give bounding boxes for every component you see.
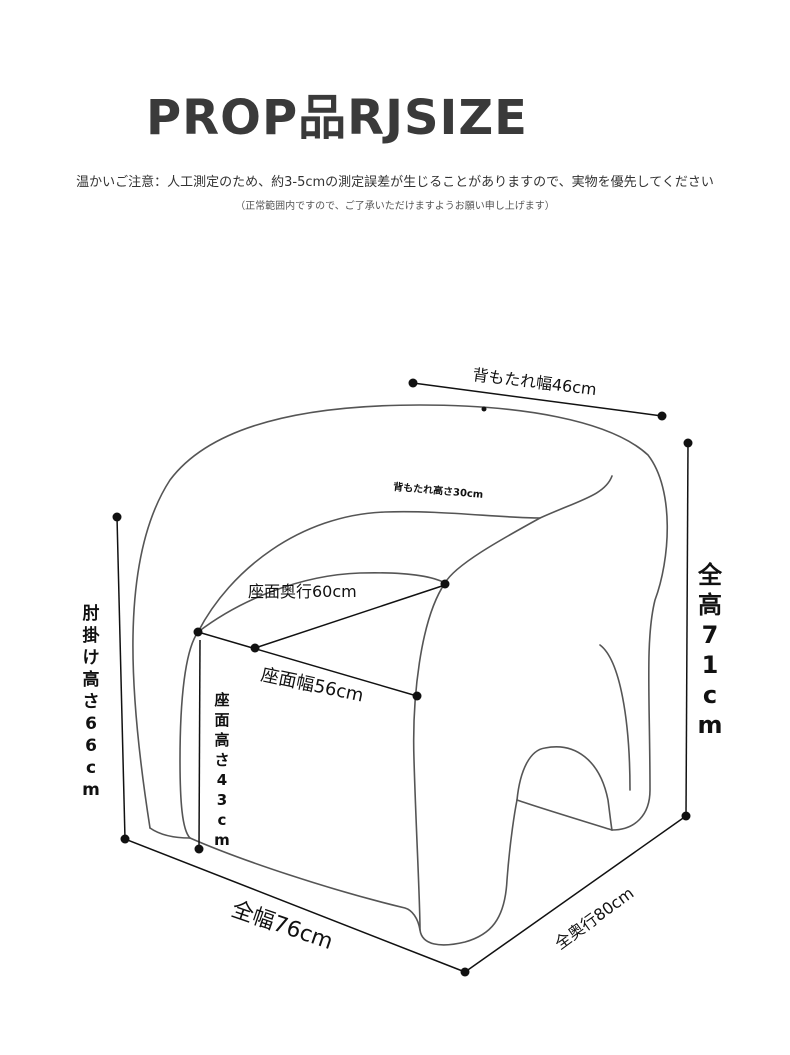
label-char: c	[85, 758, 97, 778]
label-char: c	[217, 811, 227, 829]
total-width-label: 全幅76cm	[228, 897, 336, 955]
chair-back-inner	[197, 475, 613, 633]
chair-right-side	[599, 644, 631, 791]
chair-seat-rim	[197, 572, 446, 633]
endpoint-dot	[120, 834, 130, 844]
endpoint-dot	[683, 438, 693, 448]
seat-depth-label: 座面奥行60cm	[248, 582, 357, 601]
endpoint-dot	[250, 643, 260, 653]
endpoint-dot	[657, 411, 667, 421]
label-char: 4	[216, 771, 228, 789]
chair-right-arm	[412, 582, 518, 946]
label-char: 1	[701, 651, 719, 679]
chair-front-base	[189, 837, 421, 931]
measurement-notice: 温かいご注意：人工測定のため、約3-5cmの測定誤差が生じることがありますので、…	[76, 175, 714, 190]
chair-front-left	[179, 631, 199, 839]
armrest-height-line	[116, 516, 126, 840]
seat-height-line	[198, 639, 201, 850]
label-char: m	[82, 780, 100, 800]
chair-left-bottom	[149, 827, 191, 839]
endpoint-dot	[193, 627, 203, 637]
label-char: m	[697, 711, 723, 739]
endpoint-dot	[112, 512, 122, 522]
endpoint-dot	[460, 967, 470, 977]
endpoint-dot	[481, 406, 487, 412]
chair-arm-shell-join	[444, 517, 541, 584]
label-char: 6	[85, 714, 97, 734]
dimension-labels: 背もたれ幅46cm 背もたれ高さ30cm 座面奥行60cm 座面幅56cm 全幅…	[228, 365, 637, 955]
label-char: 6	[85, 736, 97, 756]
dimension-endpoints	[112, 378, 693, 977]
label-char: m	[214, 831, 230, 849]
total-height-line	[685, 442, 689, 817]
backrest-height-label: 背もたれ高さ30cm	[393, 480, 484, 501]
label-char: さ	[214, 751, 230, 769]
label-char: 掛	[82, 626, 100, 646]
endpoint-dot	[440, 579, 450, 589]
endpoint-dot	[412, 691, 422, 701]
seat-width-line	[197, 631, 418, 697]
label-char: さ	[82, 692, 100, 712]
label-char: 肘	[82, 604, 100, 624]
chair-rear-leg-inner	[516, 799, 613, 831]
endpoint-dot	[408, 378, 418, 388]
backrest-width-line	[412, 382, 663, 417]
endpoint-dot	[194, 844, 204, 854]
chair-outline	[132, 404, 669, 946]
label-char: 座	[214, 691, 230, 709]
dimension-lines	[116, 382, 689, 973]
seat-width-label: 座面幅56cm	[259, 664, 365, 706]
total-depth-line	[464, 815, 687, 973]
measurement-notice-sub: （正常範囲内ですので、ご了承いただけますようお願い申し上げます）	[235, 201, 555, 212]
label-char: 高	[698, 591, 722, 619]
label-char: 高	[214, 731, 230, 749]
chair-shell-outer	[132, 404, 669, 831]
label-char: 全	[698, 561, 722, 589]
seat-depth-line	[254, 584, 446, 649]
label-char: 面	[214, 711, 230, 729]
label-char: 高	[82, 670, 100, 690]
label-char: け	[82, 648, 100, 668]
total-width-line	[124, 838, 466, 973]
endpoint-dot	[681, 811, 691, 821]
label-char: 3	[216, 791, 228, 809]
label-char: c	[702, 681, 718, 709]
total-depth-label: 全奥行80cm	[551, 883, 637, 953]
label-char: 7	[701, 621, 719, 649]
chair-rear-arch	[516, 746, 613, 831]
page-title: PROP品RJSIZE	[146, 90, 528, 146]
backrest-width-label: 背もたれ幅46cm	[472, 365, 598, 399]
